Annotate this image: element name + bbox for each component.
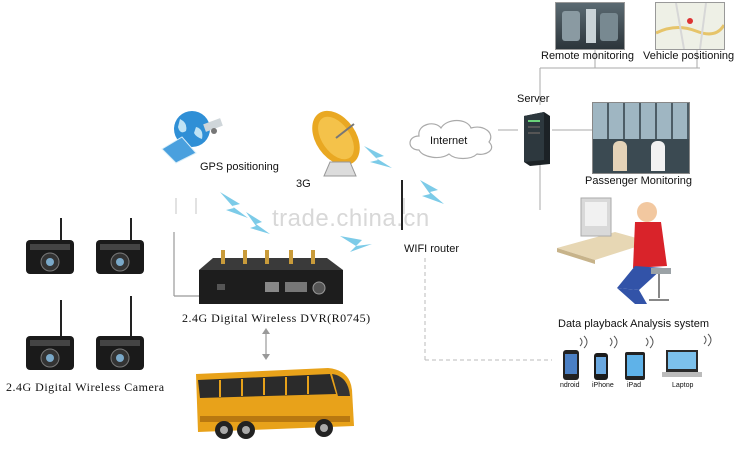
wifi-router-label: WIFI router	[404, 243, 460, 255]
server-label: Server	[517, 93, 550, 105]
gps-positioning-label: GPS positioning	[200, 161, 279, 173]
arrow-down-icon	[262, 354, 270, 360]
watermark-text: trade.china.cn	[272, 205, 430, 232]
gps-satellite-globe-icon	[158, 107, 230, 165]
vehicle-positioning-label: Vehicle positioning	[643, 50, 735, 62]
vehicle-positioning-map-image	[655, 2, 725, 50]
internet-cloud-icon	[405, 116, 497, 160]
bus-image	[190, 360, 358, 444]
laptop-icon	[662, 350, 702, 380]
wireless-camera-icon	[26, 300, 78, 376]
iphone-icon	[594, 353, 608, 380]
camera-label: 2.4G Digital Wireless Camera	[6, 380, 165, 394]
data-playback-label: Data playback Analysis system	[558, 318, 710, 330]
wireless-camera-icon	[96, 296, 148, 376]
arrow-up-icon	[262, 328, 270, 334]
device-label-ipad: iPad	[627, 382, 642, 389]
wireless-camera-icon	[26, 218, 78, 280]
satellite-dish-icon	[306, 104, 370, 178]
server-icon	[520, 110, 552, 166]
data-playback-operator-image	[555, 188, 675, 312]
wifi-router-icon	[392, 180, 414, 240]
device-label-android: ndroid	[560, 382, 580, 389]
device-label-laptop: Laptop	[672, 382, 694, 389]
passenger-monitoring-image	[592, 102, 690, 174]
ipad-icon	[625, 352, 645, 380]
internet-label: Internet	[430, 135, 468, 147]
android-phone-icon	[563, 350, 579, 380]
device-label-iphone: iPhone	[592, 382, 614, 389]
dvr-label: 2.4G Digital Wireless DVR(R0745)	[182, 311, 371, 325]
passenger-monitoring-label: Passenger Monitoring	[585, 175, 693, 187]
remote-monitoring-image	[555, 2, 625, 50]
dvr-device-icon	[197, 250, 345, 310]
3g-label: 3G	[296, 178, 311, 190]
wireless-camera-icon	[96, 218, 148, 280]
remote-monitoring-label: Remote monitoring	[541, 50, 634, 62]
wireless-signal-icon	[220, 146, 444, 252]
